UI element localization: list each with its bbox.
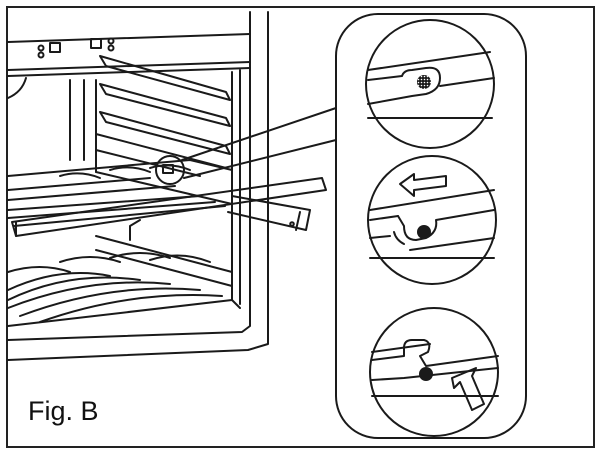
figure-caption: Fig. B (28, 396, 99, 426)
detail-step-2 (368, 156, 496, 284)
detail-step-3 (370, 308, 498, 436)
control-panel-icons (39, 39, 114, 58)
wine-cabinet-drawing (8, 12, 336, 360)
callout-frame (336, 14, 526, 438)
detail-step-1 (366, 20, 494, 148)
detail-callout-panel (336, 14, 526, 438)
figure-border (7, 7, 594, 447)
